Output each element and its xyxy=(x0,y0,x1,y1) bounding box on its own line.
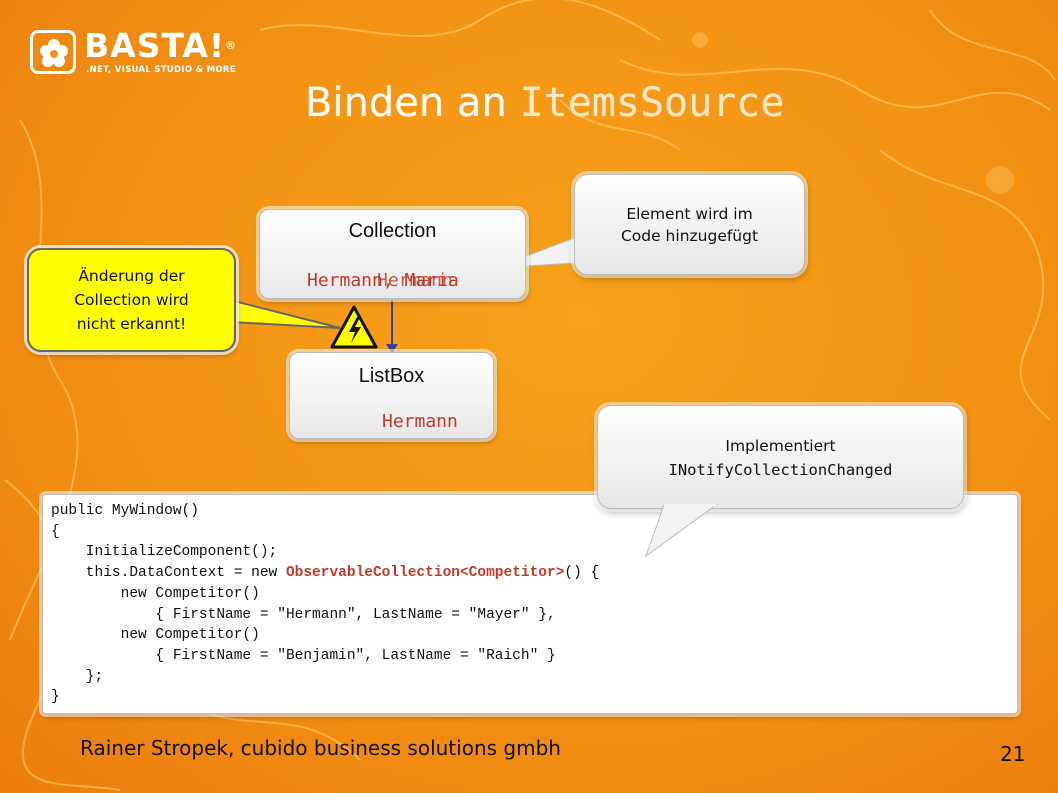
flower-icon xyxy=(30,30,76,74)
code-line: public MyWindow() xyxy=(51,503,199,519)
callout-implements-line2: INotifyCollectionChanged xyxy=(668,461,893,479)
warning-icon xyxy=(330,305,378,349)
code-line: new Competitor() xyxy=(51,627,260,644)
callout-tail-not-detected xyxy=(229,298,341,329)
callout-not-detected: Änderung der Collection wird nicht erkan… xyxy=(27,248,236,352)
slide-title-code: ItemsSource xyxy=(519,80,785,126)
logo-name: BASTA!® xyxy=(84,26,237,65)
slide-title-text: Binden an xyxy=(305,80,507,126)
code-line: { FirstName = "Benjamin", LastName = "Ra… xyxy=(51,647,556,664)
callout-element-added: Element wird im Code hinzugefügt xyxy=(574,174,805,275)
code-keyword-observable: ObservableCollection<Competitor> xyxy=(285,565,565,582)
code-line-end: () { xyxy=(564,565,600,582)
listbox-box: ListBox Hermann xyxy=(289,352,494,439)
code-line: }; xyxy=(51,668,104,685)
logo-tagline: .NET, VISUAL STUDIO & MORE xyxy=(86,65,236,75)
code-line: InitializeComponent(); xyxy=(51,544,278,561)
callout-not-detected-line1: Änderung der xyxy=(78,267,185,285)
callout-added-line2: Code hinzugefügt xyxy=(620,227,759,245)
callout-added-line1: Element wird im xyxy=(626,205,753,223)
callout-implements: Implementiert INotifyCollectionChanged xyxy=(597,405,964,509)
callout-not-detected-line2: Collection wird xyxy=(74,291,189,309)
code-line: } xyxy=(51,689,60,706)
listbox-title: ListBox xyxy=(358,365,425,387)
collection-value-overlap: Hermann xyxy=(377,270,453,291)
footer-author: Rainer Stropek, cubido business solution… xyxy=(80,736,561,760)
code-block: public MyWindow() { InitializeComponent(… xyxy=(42,494,1018,714)
code-listing: public MyWindow() { InitializeComponent(… xyxy=(51,501,599,708)
callout-not-detected-line3: nicht erkannt! xyxy=(76,315,187,333)
callout-implements-line1: Implementiert xyxy=(725,437,836,455)
listbox-value: Hermann xyxy=(382,411,458,432)
collection-box: Collection Hermann, Maria Hermann xyxy=(259,209,526,299)
code-line: { FirstName = "Hermann", LastName = "May… xyxy=(51,606,556,623)
collection-value: Hermann, Maria xyxy=(307,270,459,291)
code-line: { xyxy=(51,523,60,540)
code-line: new Competitor() xyxy=(51,585,260,602)
basta-logo: BASTA!® .NET, VISUAL STUDIO & MORE xyxy=(30,28,240,80)
slide-title: Binden an ItemsSource xyxy=(305,80,784,126)
code-line: this.DataContext = new xyxy=(51,565,286,582)
collection-title: Collection xyxy=(348,220,437,242)
page-number: 21 xyxy=(1000,742,1026,766)
